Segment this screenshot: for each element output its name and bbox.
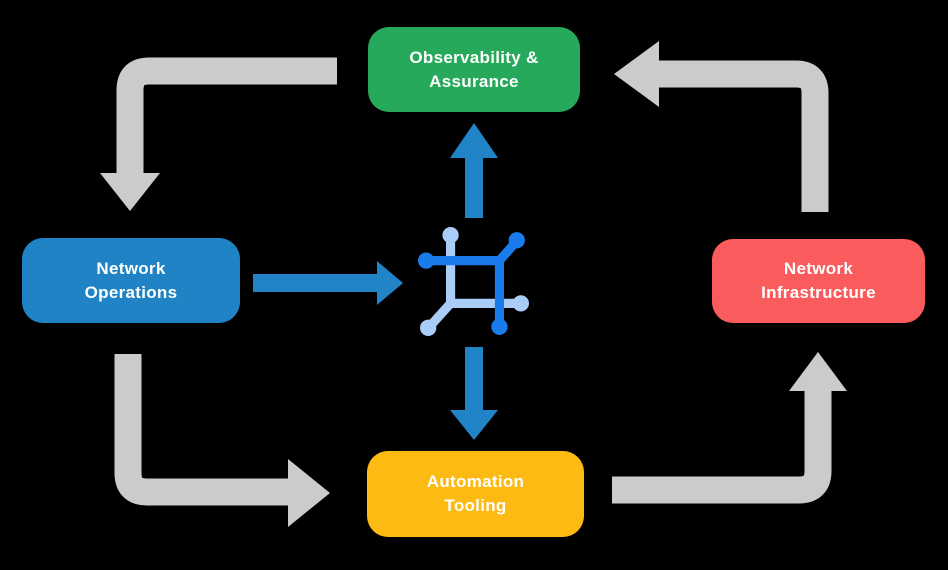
node-label-line1: Observability & (409, 47, 539, 67)
node-label-line1: Network (96, 258, 166, 278)
node-label: Network Infrastructure (761, 257, 876, 305)
node-label-line2: Assurance (429, 71, 519, 91)
node-label: Automation Tooling (427, 470, 524, 518)
arrow-operations-to-automation-icon (114, 354, 330, 527)
network-automation-icon (418, 227, 529, 336)
node-label-line2: Operations (84, 282, 178, 302)
arrow-operations-to-core-icon (253, 261, 403, 305)
node-label: Network Operations (85, 257, 178, 305)
arrow-observability-to-operations-icon (100, 57, 337, 211)
icon-dark-lines (418, 232, 525, 335)
arrow-core-to-automation-icon (450, 347, 498, 440)
node-label-line2: Infrastructure (761, 283, 876, 302)
node-label-line1: Automation (426, 472, 525, 491)
node-automation-tooling: Automation Tooling (367, 451, 584, 537)
arrow-core-to-observability-icon (450, 123, 498, 218)
node-network-operations: Network Operations (22, 238, 240, 323)
node-label: Observability & Assurance (409, 46, 538, 94)
arrow-infrastructure-to-observability-icon (614, 41, 829, 212)
node-label-line2: Tooling (444, 496, 507, 515)
node-network-infrastructure: Network Infrastructure (712, 239, 925, 323)
node-observability-assurance: Observability & Assurance (368, 27, 580, 112)
node-label-line1: Network (783, 259, 854, 278)
arrow-automation-to-infrastructure-icon (612, 352, 847, 504)
